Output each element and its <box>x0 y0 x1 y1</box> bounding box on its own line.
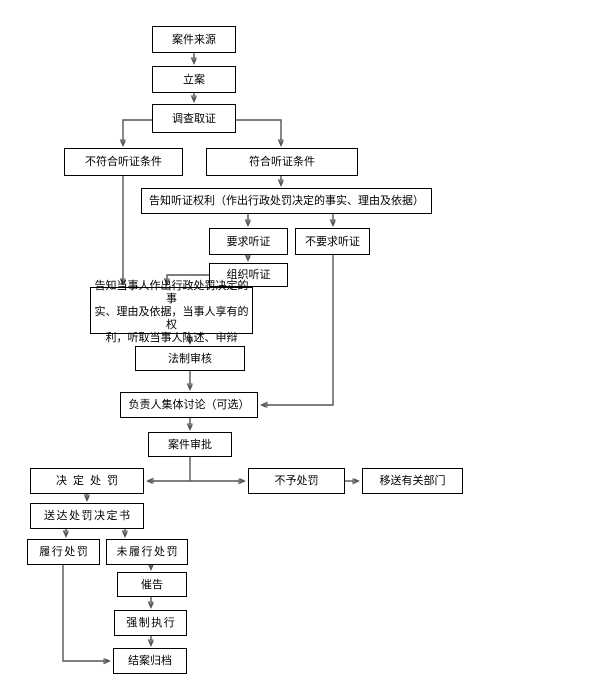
node-inform_party[interactable]: 告知当事人作出行政处罚决定的事 实、理由及依据，当事人享有的权 利，听取当事人陈… <box>90 279 253 344</box>
node-decide_pen[interactable]: 决定处罚 <box>30 468 144 494</box>
edge-investigate-not-qualified <box>123 119 152 145</box>
edge-no-request-collective <box>262 255 334 405</box>
edge-organize-inform-party <box>167 274 209 284</box>
node-no_request[interactable]: 不要求听证 <box>295 228 370 255</box>
edge-performed-close <box>62 565 109 661</box>
node-not_qualified[interactable]: 不符合听证条件 <box>64 148 183 176</box>
edge-approval-decide <box>148 457 191 481</box>
node-enforce[interactable]: 强制执行 <box>114 610 187 636</box>
node-collective[interactable]: 负责人集体讨论（可选） <box>120 392 258 418</box>
node-request_hear[interactable]: 要求听证 <box>209 228 288 255</box>
node-legal_review[interactable]: 法制审核 <box>135 346 245 371</box>
node-source[interactable]: 案件来源 <box>152 26 236 53</box>
node-transfer[interactable]: 移送有关部门 <box>362 468 463 494</box>
node-close_file[interactable]: 结案归档 <box>113 648 187 674</box>
edge-investigate-qualified <box>236 119 281 145</box>
node-approval[interactable]: 案件审批 <box>148 432 232 457</box>
node-organize_hear[interactable]: 组织听证 <box>209 263 288 287</box>
node-performed[interactable]: 履行处罚 <box>27 539 100 565</box>
node-no_penalty[interactable]: 不予处罚 <box>248 468 345 494</box>
node-not_performed[interactable]: 未履行处罚 <box>106 539 188 565</box>
node-investigate[interactable]: 调查取证 <box>152 104 236 133</box>
node-filing[interactable]: 立案 <box>152 66 236 93</box>
node-deliver_doc[interactable]: 送达处罚决定书 <box>30 503 144 529</box>
node-qualified[interactable]: 符合听证条件 <box>206 148 358 176</box>
node-inform_right[interactable]: 告知听证权利（作出行政处罚决定的事实、理由及依据） <box>141 188 432 214</box>
node-urge[interactable]: 催告 <box>117 572 187 597</box>
